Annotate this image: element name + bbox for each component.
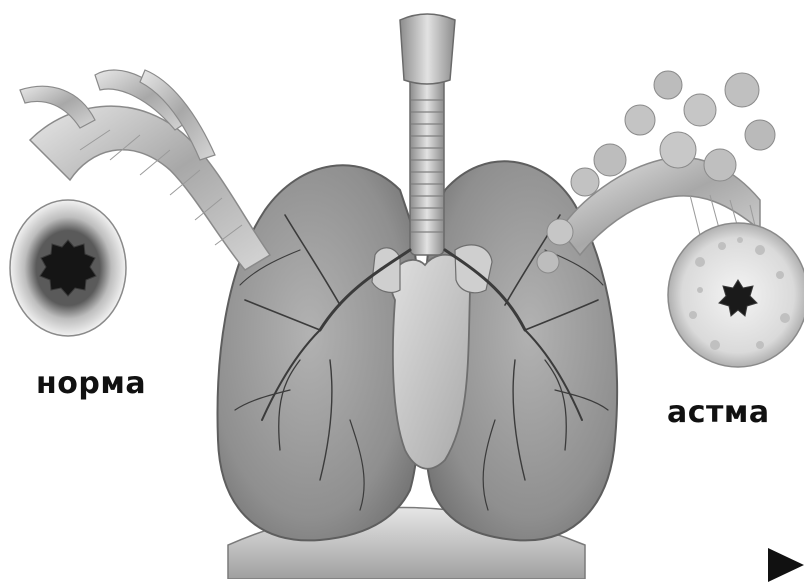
play-arrow-icon[interactable] [768, 548, 804, 582]
normal-label: норма [36, 366, 146, 401]
asthma-label: астма [667, 395, 770, 430]
